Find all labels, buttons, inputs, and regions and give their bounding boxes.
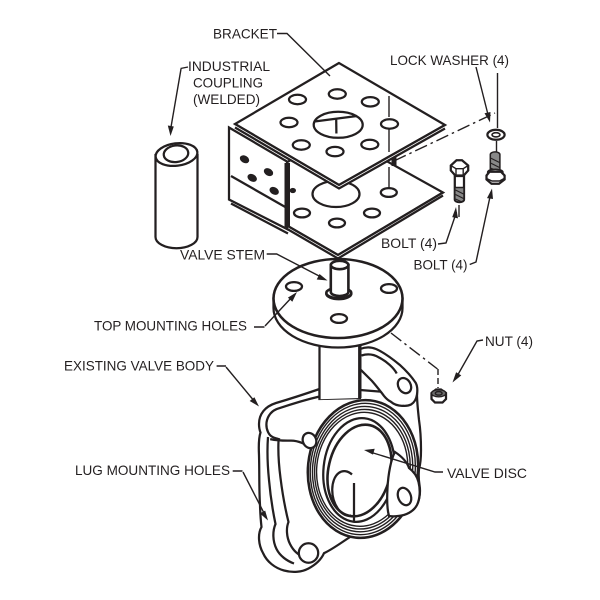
svg-text:VALVE DISC: VALVE DISC	[447, 465, 527, 481]
svg-text:BOLT (4): BOLT (4)	[414, 257, 468, 273]
svg-text:BRACKET: BRACKET	[213, 25, 277, 41]
svg-text:LOCK WASHER (4): LOCK WASHER (4)	[390, 52, 509, 68]
svg-text:LUG MOUNTING HOLES: LUG MOUNTING HOLES	[75, 462, 230, 478]
svg-text:EXISTING VALVE BODY: EXISTING VALVE BODY	[64, 358, 215, 374]
svg-text:COUPLING: COUPLING	[193, 75, 263, 91]
svg-text:(WELDED): (WELDED)	[193, 91, 260, 107]
svg-text:VALVE STEM: VALVE STEM	[180, 247, 265, 263]
svg-text:TOP MOUNTING HOLES: TOP MOUNTING HOLES	[94, 318, 247, 334]
svg-text:NUT (4): NUT (4)	[485, 333, 533, 349]
svg-text:INDUSTRIAL: INDUSTRIAL	[188, 58, 270, 74]
svg-text:BOLT (4): BOLT (4)	[381, 235, 437, 251]
